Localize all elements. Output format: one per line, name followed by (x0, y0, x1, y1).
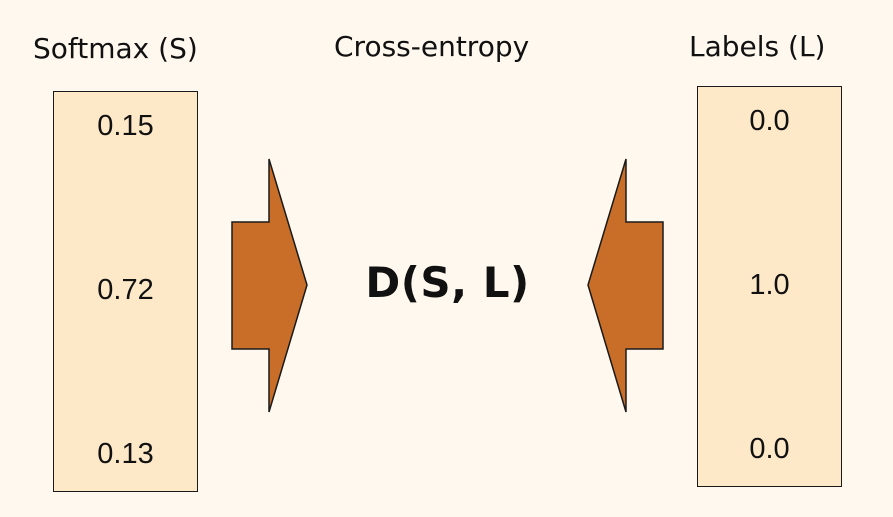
softmax-vector: 0.15 0.72 0.13 (53, 91, 198, 492)
softmax-value-0: 0.15 (97, 110, 154, 142)
labels-title: Labels (L) (689, 30, 826, 63)
label-value-0: 0.0 (749, 105, 790, 137)
label-value-1: 1.0 (749, 269, 790, 301)
softmax-title: Softmax (S) (33, 32, 198, 65)
labels-vector: 0.0 1.0 0.0 (697, 86, 842, 487)
softmax-value-1: 0.72 (97, 274, 154, 306)
left-arrow-icon (587, 158, 664, 413)
cross-entropy-formula: D(S, L) (365, 258, 530, 307)
right-arrow-icon (231, 158, 308, 413)
softmax-value-2: 0.13 (97, 438, 154, 470)
cross-entropy-title: Cross-entropy (334, 30, 530, 63)
label-value-2: 0.0 (749, 433, 790, 465)
